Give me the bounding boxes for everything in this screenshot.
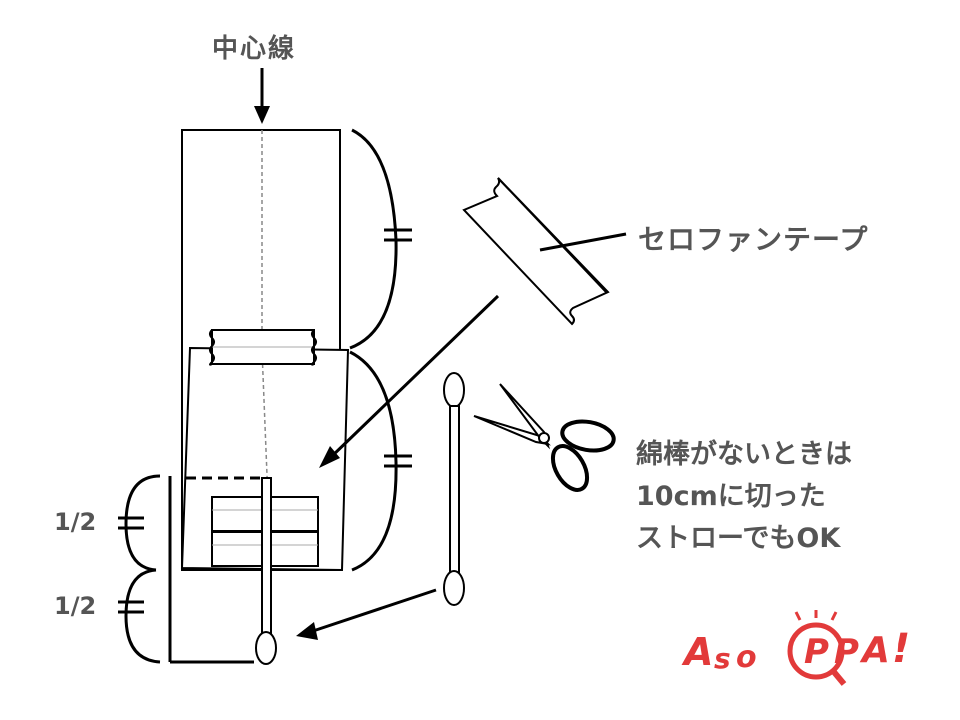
note-line-2: 10cmに切った — [636, 481, 826, 512]
magnifier-icon — [787, 610, 847, 686]
half-label-bottom: 1/2 — [54, 592, 97, 620]
logo-letter: A — [684, 630, 714, 674]
equal-mark-left-2 — [118, 600, 144, 614]
cellophane-tape-label: セロファンテープ — [638, 223, 869, 256]
logo-letter: P — [804, 632, 829, 672]
center-line-label: 中心線 — [212, 34, 297, 64]
scissors-icon — [473, 383, 616, 492]
cotton-swab-icon — [443, 372, 465, 606]
tape-piece-icon — [462, 177, 610, 326]
equal-mark-right-1 — [384, 228, 412, 242]
logo-letter: ! — [892, 626, 911, 672]
logo-letter: P — [834, 632, 859, 672]
half-label-top: 1/2 — [54, 508, 97, 536]
alternative-note: 綿棒がないときは 10cmに切った ストローでもOK — [636, 434, 852, 560]
cotton-swab-attached — [255, 477, 277, 665]
logo-letter: A — [862, 630, 890, 671]
arrow-icon — [319, 294, 500, 468]
logo-letter: s — [714, 642, 731, 675]
note-line-1: 綿棒がないときは — [636, 439, 852, 470]
arrow-down-icon — [254, 68, 270, 124]
logo-letter: o — [736, 640, 757, 675]
tape-top — [209, 329, 317, 366]
equal-mark-right-2 — [384, 454, 412, 468]
arrow-icon — [296, 588, 437, 640]
equal-mark-left-1 — [118, 516, 144, 530]
note-line-3: ストローでもOK — [636, 523, 841, 554]
